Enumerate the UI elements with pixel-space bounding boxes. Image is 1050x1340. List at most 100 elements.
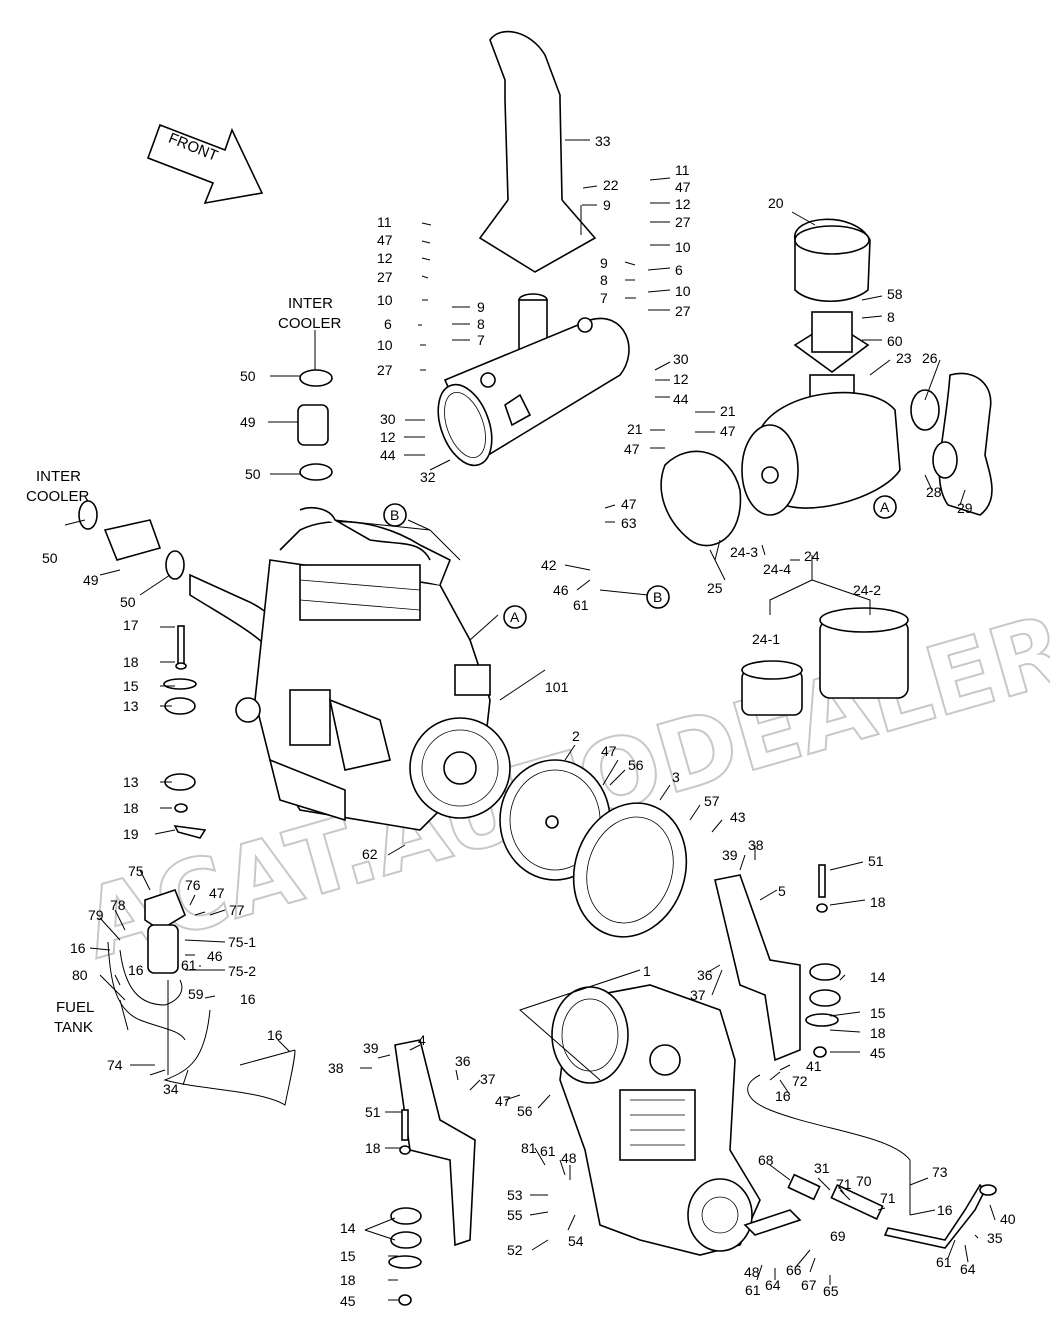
- callout: 47: [495, 1093, 511, 1109]
- callout: 27: [377, 269, 393, 285]
- callout: 73: [932, 1164, 948, 1180]
- callout: 22: [603, 177, 619, 193]
- callout: 48: [561, 1150, 577, 1166]
- callout: 79: [88, 907, 104, 923]
- callout: 7: [477, 332, 485, 348]
- callout: 18: [365, 1140, 381, 1156]
- transmission: [551, 984, 761, 1256]
- callout: 60: [887, 333, 903, 349]
- callout: 3: [672, 769, 680, 785]
- callout: 52: [507, 1242, 523, 1258]
- intercooler-left-label-2: COOLER: [26, 488, 90, 505]
- callout: 50: [120, 594, 136, 610]
- callout: 51: [365, 1104, 381, 1120]
- callout: 9: [477, 299, 485, 315]
- callout: 49: [83, 572, 99, 588]
- callout: 61: [181, 957, 197, 973]
- callout: 57: [704, 793, 720, 809]
- callout: 16: [240, 991, 256, 1007]
- callout: 15: [870, 1005, 886, 1021]
- callout: 45: [340, 1293, 356, 1309]
- callout: 49: [240, 414, 256, 430]
- callout: 19: [123, 826, 139, 842]
- callout: 14: [340, 1220, 356, 1236]
- callout: 71: [836, 1176, 852, 1192]
- callout: 72: [792, 1073, 808, 1089]
- callout: 16: [775, 1088, 791, 1104]
- callout: 24: [804, 548, 820, 564]
- part-callouts: 33 22 9 11 47 12 27 10 6 10 27 9 8 7 11 …: [42, 133, 1016, 1309]
- callout: 38: [328, 1060, 344, 1076]
- callout: 8: [477, 316, 485, 332]
- callout: 38: [748, 837, 764, 853]
- callout: 30: [673, 351, 689, 367]
- air-cleaner: [660, 218, 993, 547]
- callout: 23: [896, 350, 912, 366]
- callout: 15: [340, 1248, 356, 1264]
- callout: 81: [521, 1140, 537, 1156]
- flywheel-housing: [499, 759, 688, 938]
- callout: 36: [697, 967, 713, 983]
- muffler: [437, 317, 630, 467]
- callout: 40: [1000, 1211, 1016, 1227]
- mount-brackets: [394, 874, 801, 1247]
- callout: 27: [675, 303, 691, 319]
- callout: 25: [707, 580, 723, 596]
- callout: 69: [830, 1228, 846, 1244]
- callout: 18: [123, 654, 139, 670]
- callout: 41: [806, 1058, 822, 1074]
- callout: 9: [603, 197, 611, 213]
- callout: 59: [188, 986, 204, 1002]
- callout: 45: [870, 1045, 886, 1061]
- callout: 54: [568, 1233, 584, 1249]
- callout-ref-b: B: [653, 589, 662, 605]
- callout: 63: [621, 515, 637, 531]
- callout: 61: [540, 1143, 556, 1159]
- callout: 16: [267, 1027, 283, 1043]
- callout: 61: [745, 1282, 761, 1298]
- callout: 74: [107, 1057, 123, 1073]
- callout: 8: [887, 309, 895, 325]
- intercooler-top-label-2: COOLER: [278, 315, 342, 332]
- callout: 44: [380, 447, 396, 463]
- callout: 48: [744, 1264, 760, 1280]
- callout: 12: [380, 429, 396, 445]
- callout: 24-4: [763, 561, 791, 577]
- callout: 39: [722, 847, 738, 863]
- callout: 77: [229, 902, 245, 918]
- callout: 1: [643, 963, 651, 979]
- callout: 47: [624, 441, 640, 457]
- callout: 33: [595, 133, 611, 149]
- callout: 50: [42, 550, 58, 566]
- callout: 13: [123, 698, 139, 714]
- callout: 61: [573, 597, 589, 613]
- callout: 50: [245, 466, 261, 482]
- callout: 76: [185, 877, 201, 893]
- callout: 64: [765, 1277, 781, 1293]
- callout: 70: [856, 1173, 872, 1189]
- callout: 34: [163, 1081, 179, 1097]
- callout: 24-3: [730, 544, 758, 560]
- callout: 27: [377, 362, 393, 378]
- group-labels: INTER COOLER INTER COOLER FUEL TANK: [26, 295, 342, 1036]
- callout: 32: [420, 469, 436, 485]
- callout: 6: [384, 316, 392, 332]
- callout: 16: [70, 940, 86, 956]
- callout: 15: [123, 678, 139, 694]
- callout: 20: [768, 195, 784, 211]
- callout: 7: [600, 290, 608, 306]
- transmission-hoses: [743, 1074, 997, 1249]
- callout: 71: [880, 1190, 896, 1206]
- callout: 42: [541, 557, 557, 573]
- callout: 61: [936, 1254, 952, 1270]
- callout: 10: [675, 283, 691, 299]
- callout: 51: [868, 853, 884, 869]
- callout: 75-2: [228, 963, 256, 979]
- callout: 39: [363, 1040, 379, 1056]
- callout: 12: [673, 371, 689, 387]
- callout: 18: [340, 1272, 356, 1288]
- callout: 50: [240, 368, 256, 384]
- callout: 44: [673, 391, 689, 407]
- callout: 18: [870, 894, 886, 910]
- callout: 68: [758, 1152, 774, 1168]
